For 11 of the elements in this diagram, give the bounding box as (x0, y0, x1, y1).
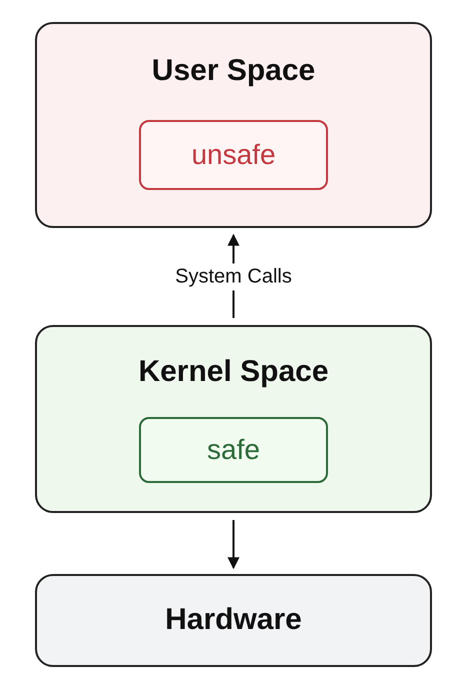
box-title: Hardware (165, 603, 302, 638)
label-box (139, 120, 328, 190)
layer-box (35, 325, 432, 513)
label-box (139, 417, 328, 483)
arrow (228, 520, 240, 570)
layer-box (35, 574, 432, 667)
box-title: Kernel Space (138, 355, 329, 390)
box-label: unsafe (191, 138, 276, 172)
box-title: User Space (152, 54, 316, 88)
box-label: safe (207, 434, 260, 466)
layer-box (35, 22, 432, 228)
